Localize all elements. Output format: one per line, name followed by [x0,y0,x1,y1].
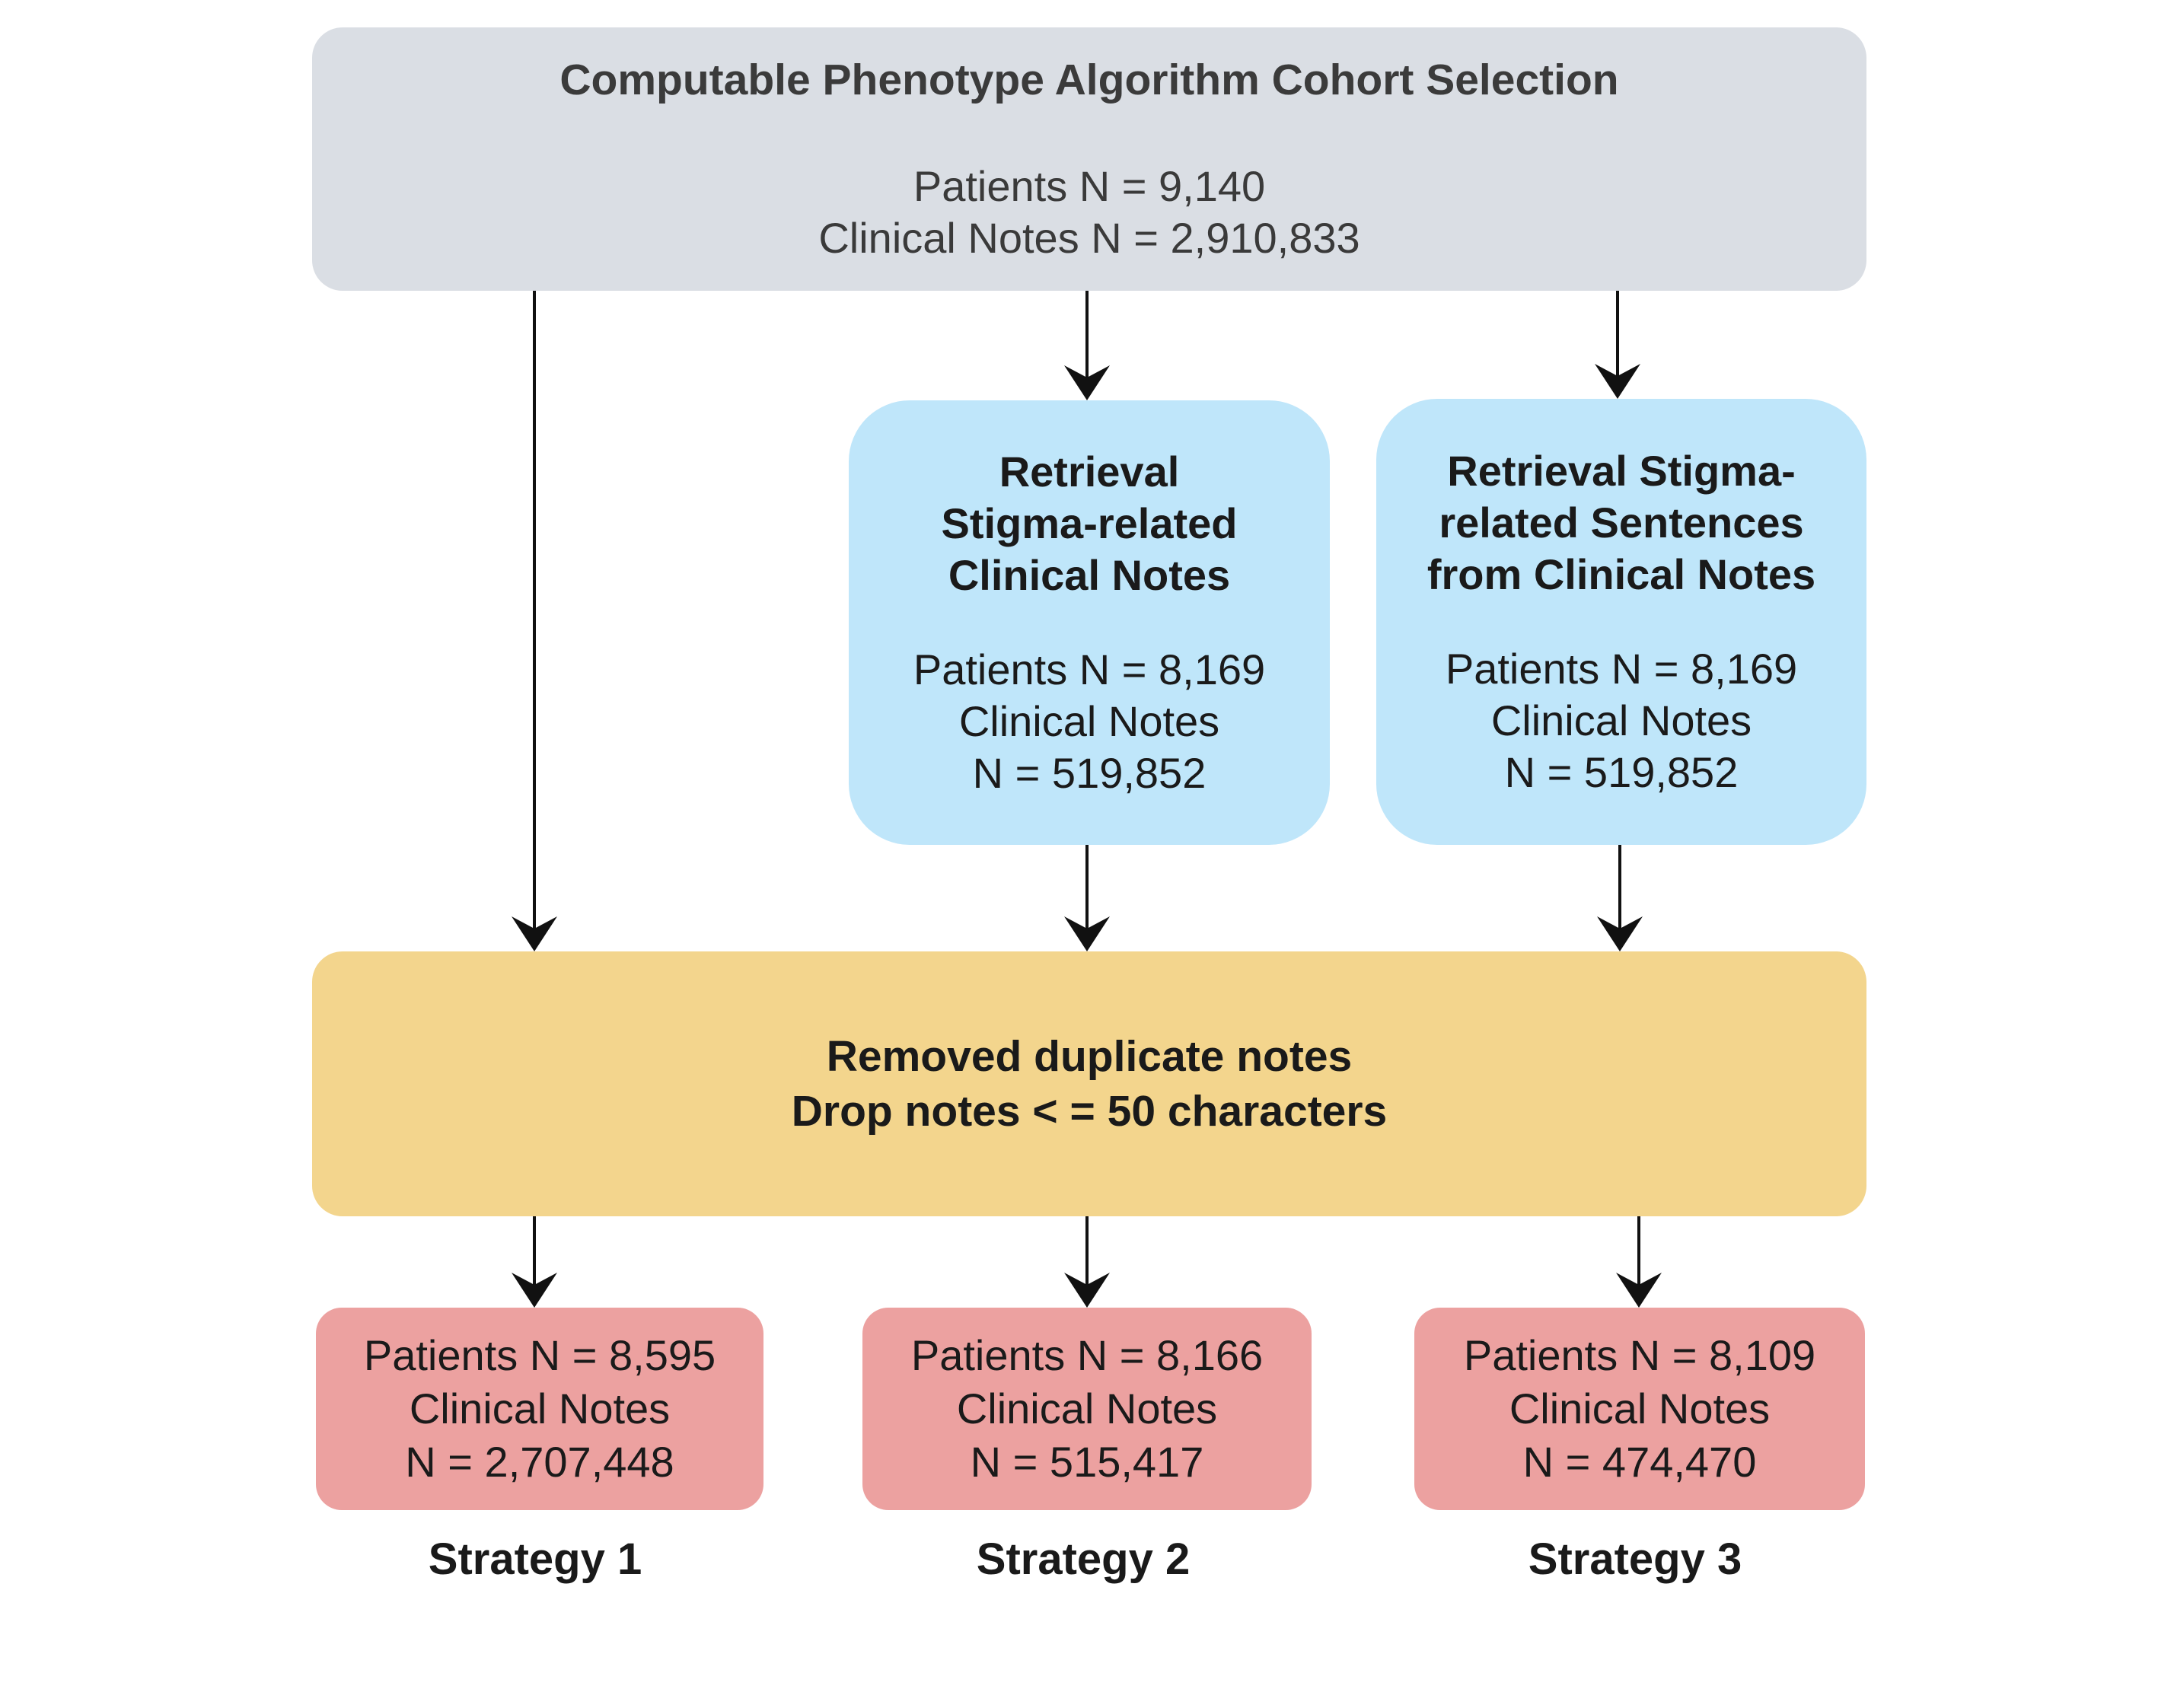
retrieval-notes-title-line-3: Clinical Notes [948,551,1231,599]
strategy-2-box: Patients N = 8,166 Clinical Notes N = 51… [862,1308,1312,1510]
source-cohort-patients: Patients N = 9,140 [913,162,1266,210]
strategy-3-notes-label: Clinical Notes [1509,1385,1771,1432]
filter-line-drop-short: Drop notes < = 50 characters [791,1087,1388,1136]
arrowhead-source-to-filter [512,916,557,951]
strategy-3-label: Strategy 3 [1528,1534,1742,1584]
strategy-1-label: Strategy 1 [428,1534,642,1584]
retrieval-notes-box: Retrieval Stigma-related Clinical Notes … [849,400,1330,845]
strategy-2-notes-label: Clinical Notes [956,1385,1218,1432]
filter-box: Removed duplicate notes Drop notes < = 5… [312,951,1866,1216]
retrieval-notes-notes-label: Clinical Notes [958,697,1220,745]
source-cohort-title: Computable Phenotype Algorithm Cohort Se… [559,56,1619,104]
arrowhead-retrieval-sentences-to-filter [1597,916,1643,951]
strategy-3-patients: Patients N = 8,109 [1463,1331,1816,1379]
strategy-1-patients: Patients N = 8,595 [363,1331,716,1379]
strategy-2-notes-count: N = 515,417 [970,1438,1204,1486]
arrowhead-source-to-retrieval-sentences [1595,364,1640,399]
strategy-3-notes-count: N = 474,470 [1522,1438,1757,1486]
retrieval-sentences-title-line-1: Retrieval Stigma- [1447,447,1796,495]
retrieval-notes-title-line-1: Retrieval [999,448,1180,496]
strategy-1-notes-count: N = 2,707,448 [405,1438,674,1486]
retrieval-sentences-notes-count: N = 519,852 [1504,748,1739,796]
arrowhead-source-to-retrieval-notes [1064,365,1110,400]
retrieval-notes-patients: Patients N = 8,169 [913,645,1266,693]
strategy-3-box: Patients N = 8,109 Clinical Notes N = 47… [1414,1308,1865,1510]
strategy-2-label: Strategy 2 [976,1534,1191,1584]
retrieval-sentences-box: Retrieval Stigma- related Sentences from… [1376,399,1866,845]
retrieval-sentences-notes-label: Clinical Notes [1490,696,1752,744]
arrowhead-retrieval-notes-to-filter [1064,916,1110,951]
retrieval-sentences-title-line-2: related Sentences [1439,499,1804,546]
retrieval-sentences-title-line-3: from Clinical Notes [1426,550,1816,598]
arrowhead-filter-to-strategy-2 [1064,1273,1110,1308]
retrieval-sentences-patients: Patients N = 8,169 [1445,645,1798,693]
filter-line-deduplicate: Removed duplicate notes [826,1032,1353,1081]
strategy-2-patients: Patients N = 8,166 [910,1331,1264,1379]
strategy-1-notes-label: Clinical Notes [409,1385,671,1432]
arrowhead-filter-to-strategy-1 [512,1273,557,1308]
retrieval-notes-title-line-2: Stigma-related [941,499,1238,547]
source-cohort-notes: Clinical Notes N = 2,910,833 [818,214,1360,262]
arrowhead-filter-to-strategy-3 [1616,1273,1662,1308]
source-cohort-box: Computable Phenotype Algorithm Cohort Se… [312,27,1866,291]
strategy-1-box: Patients N = 8,595 Clinical Notes N = 2,… [316,1308,763,1510]
retrieval-notes-notes-count: N = 519,852 [972,749,1207,797]
